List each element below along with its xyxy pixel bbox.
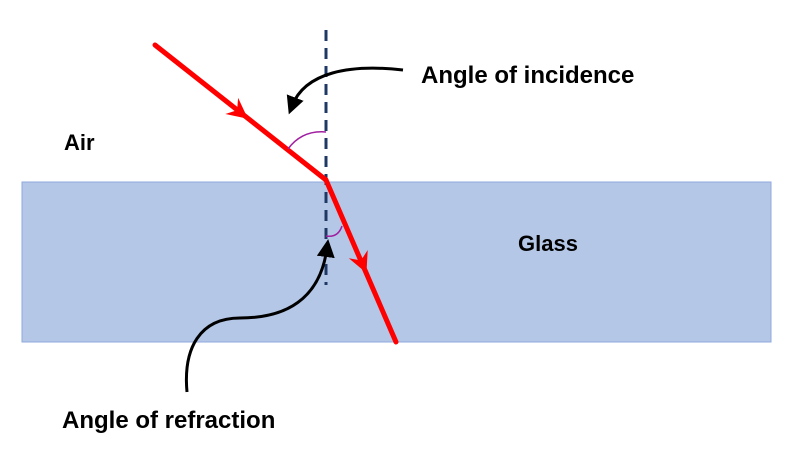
refraction-angle-arc (325, 225, 343, 238)
incidence-angle-arc (287, 131, 327, 150)
glass-label: Glass (518, 231, 578, 256)
refracted-ray-arrowhead (348, 250, 368, 274)
air-label: Air (64, 130, 95, 155)
refraction-pointer-arrow (184, 239, 335, 393)
incident-ray-arrowhead (225, 97, 248, 119)
angle-of-incidence-label: Angle of incidence (421, 62, 634, 89)
incidence-pointer-arrow (286, 66, 404, 115)
glass-block (21, 181, 772, 343)
angle-of-refraction-label: Angle of refraction (62, 407, 275, 434)
